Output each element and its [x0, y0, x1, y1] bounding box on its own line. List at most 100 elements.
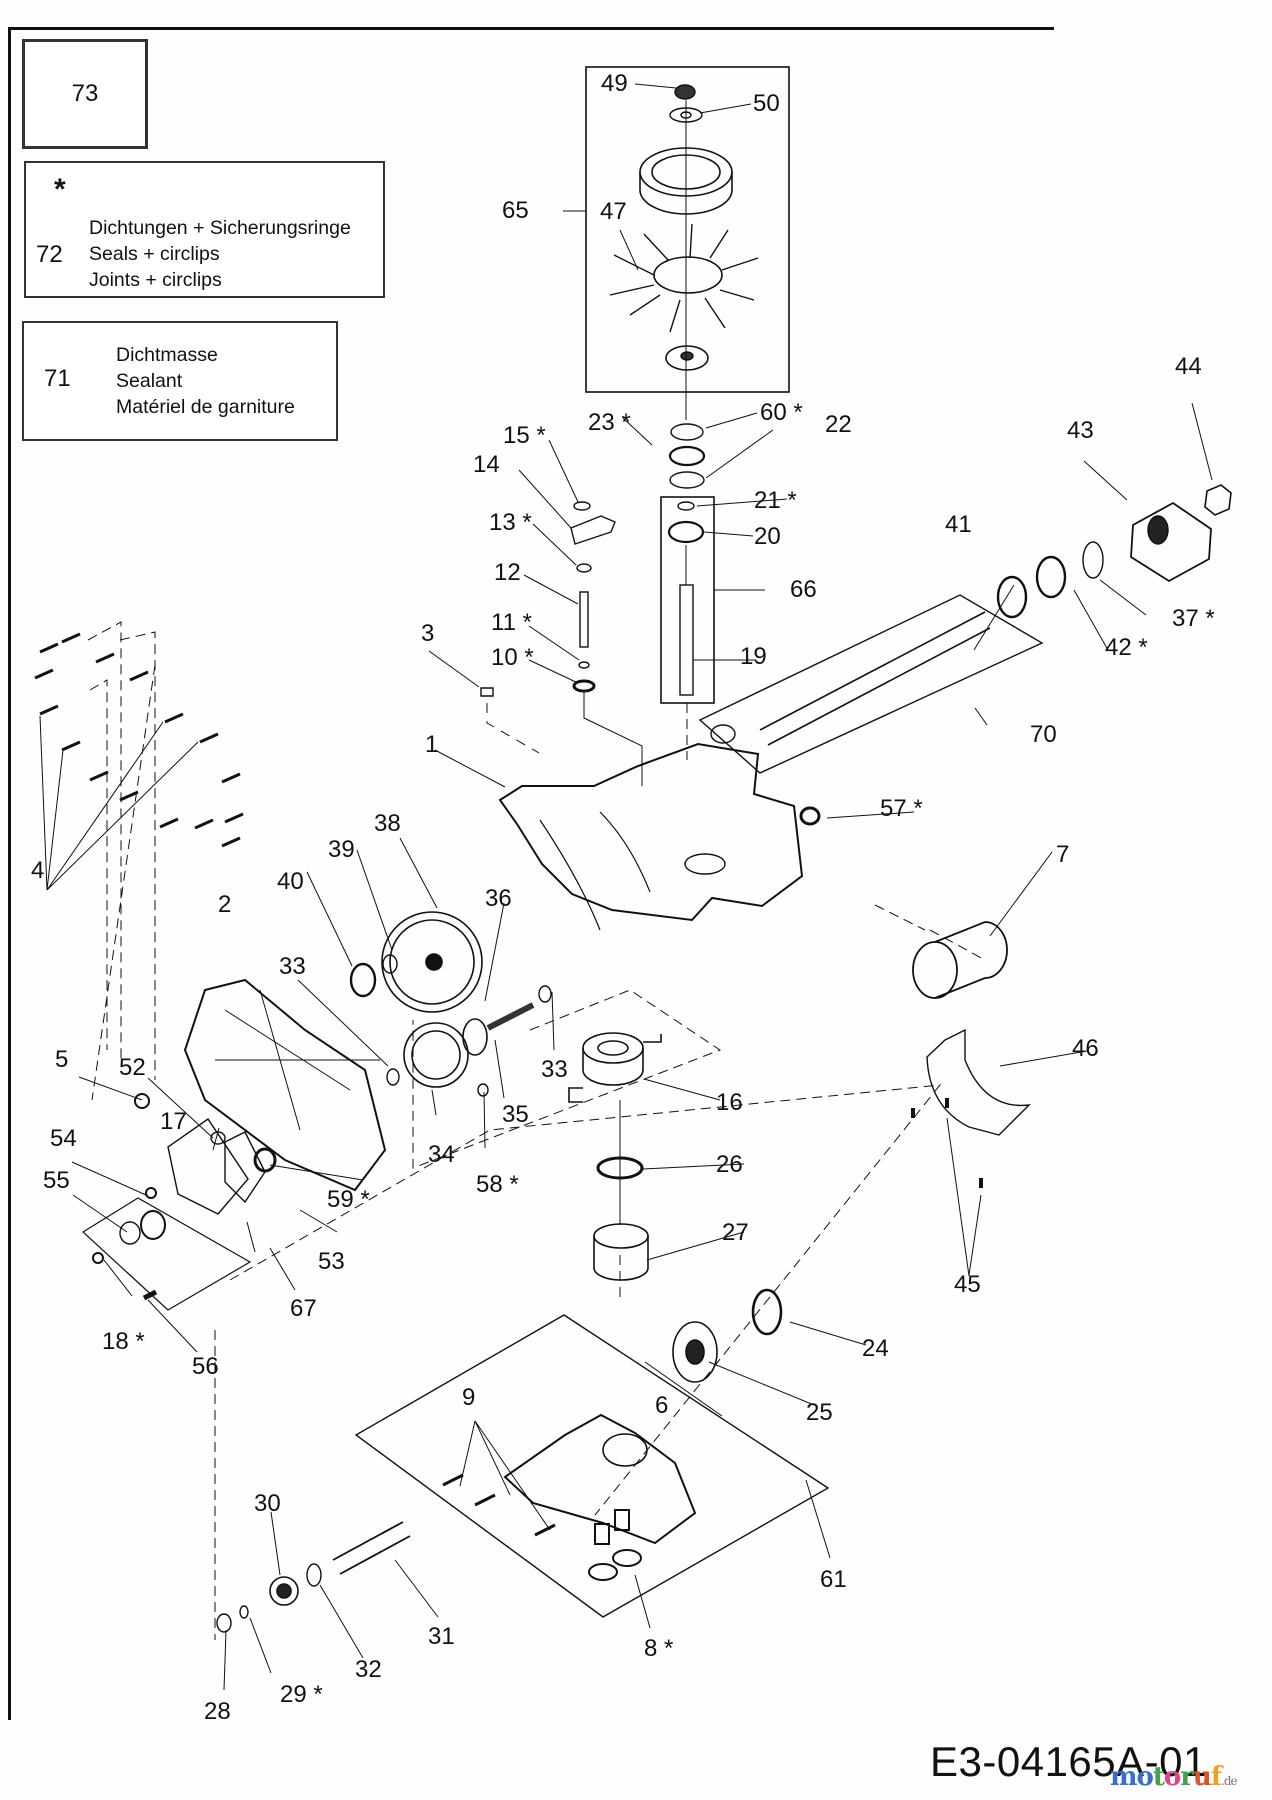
callout-60: 60 * [760, 399, 803, 426]
callout-42: 42 * [1105, 634, 1148, 661]
callout-70: 70 [1030, 721, 1057, 748]
callout-34: 34 [428, 1141, 455, 1168]
callout-22: 22 [825, 411, 852, 438]
washer-32 [306, 1563, 322, 1587]
drawing-id: E3-04165A-01 [930, 1738, 1207, 1785]
callout-37: 37 * [1172, 605, 1215, 632]
pulley-arm [140, 1210, 166, 1240]
assembly-dash-lines [87, 621, 986, 1640]
callout-27: 27 [722, 1219, 749, 1246]
callout-41: 41 [945, 511, 972, 538]
callout-30: 30 [254, 1490, 281, 1517]
callout-3: 3 [421, 620, 435, 647]
watermark-letter: t [1152, 1762, 1165, 1792]
assembly-number-box: 73 [22, 39, 148, 149]
callout-19: 19 [740, 643, 767, 670]
callout-59: 59 * [327, 1186, 370, 1213]
callout-21: 21 * [754, 487, 797, 514]
callout-25: 25 [806, 1399, 833, 1426]
gear-34 [403, 1022, 469, 1088]
bolts-45 [911, 1098, 983, 1188]
callout-67: 67 [290, 1295, 317, 1322]
washer-15 [573, 501, 591, 511]
callout-31: 31 [428, 1623, 455, 1650]
legend-sealant-de: Dichtmasse [116, 344, 218, 366]
housing-1 [498, 742, 804, 922]
callout-10: 10 * [491, 644, 534, 671]
legend-seals-number: 72 [36, 241, 63, 268]
legend-sealant-fr: Matériel de garniture [116, 396, 295, 418]
callout-40: 40 [277, 868, 304, 895]
swash-block-16 [568, 1032, 662, 1103]
seal-59 [253, 1147, 277, 1173]
callout-15: 15 * [503, 422, 546, 449]
callout-44: 44 [1175, 353, 1202, 380]
guard-46 [926, 1028, 1031, 1136]
legend-seals-text: Dichtungen + Sicherungsringe Seals + cir… [89, 215, 351, 293]
callout-53: 53 [318, 1248, 345, 1275]
spring-56 [142, 1289, 158, 1301]
seal-42 [1035, 555, 1067, 599]
fan-47 [609, 223, 759, 333]
legend-sealant-en: Sealant [116, 370, 183, 392]
watermark-letter: u [1192, 1762, 1212, 1792]
legend-seals-fr: Joints + circlips [89, 269, 222, 291]
washer-33b [538, 985, 552, 1003]
callout-61: 61 [820, 1566, 847, 1593]
bolts-4 [34, 632, 244, 848]
callout-24: 24 [862, 1335, 889, 1362]
plate-53 [224, 1131, 266, 1204]
cylinder-block-25 [672, 1321, 718, 1383]
group-frame-70 [698, 594, 1044, 774]
watermark-tld: .de [1221, 1774, 1238, 1788]
washer-33a [386, 1068, 400, 1086]
seal-10 [572, 679, 596, 693]
group-frame-67 [82, 1197, 252, 1311]
seal-57 [799, 806, 821, 826]
oil-filter-7 [912, 921, 1008, 999]
legend-sealant-box: 71 Dichtmasse Sealant Matériel de garnit… [22, 321, 338, 441]
legend-sealant-text: Dichtmasse Sealant Matériel de garniture [116, 342, 295, 420]
asterisk-symbol: * [54, 173, 66, 206]
watermark-letter: o [1136, 1762, 1154, 1792]
callout-12: 12 [494, 559, 521, 586]
callout-45: 45 [954, 1271, 981, 1298]
arm-14 [570, 515, 616, 545]
callout-33a: 33 [279, 953, 306, 980]
circlip-37 [1082, 541, 1104, 579]
pin-58 [477, 1083, 489, 1097]
bearing-20 [667, 520, 705, 544]
watermark-name: motoruf [1110, 1762, 1222, 1792]
callout-49: 49 [601, 70, 628, 97]
watermark-letter: m [1110, 1762, 1137, 1792]
group-frame-61 [354, 1314, 830, 1618]
callout-17: 17 [160, 1108, 187, 1135]
pump-shaft-31 [332, 1521, 411, 1575]
callout-33b: 33 [541, 1056, 568, 1083]
callout-36: 36 [485, 885, 512, 912]
ring-11 [578, 661, 590, 669]
pulley-nut-49 [674, 84, 696, 100]
cylinder-block-27 [593, 1223, 649, 1281]
bearing-40 [349, 962, 377, 998]
washer-55 [119, 1221, 141, 1245]
callout-35: 35 [502, 1101, 529, 1128]
callout-leaders [71, 83, 1213, 1691]
callout-54: 54 [50, 1125, 77, 1152]
nut-44 [1204, 484, 1232, 516]
callout-26: 26 [716, 1151, 743, 1178]
oring-22 [669, 471, 705, 489]
watermark-letter: f [1210, 1762, 1222, 1792]
callout-6: 6 [655, 1392, 669, 1419]
callout-58: 58 * [476, 1171, 519, 1198]
check-valves-8 [588, 1509, 642, 1581]
bolts-9 [442, 1473, 556, 1537]
callout-66: 66 [790, 576, 817, 603]
callout-56: 56 [192, 1353, 219, 1380]
callout-47: 47 [600, 198, 627, 225]
callout-29: 29 * [280, 1681, 323, 1708]
bolt-18 [92, 1252, 104, 1264]
callout-9: 9 [462, 1384, 476, 1411]
gear-30 [269, 1576, 299, 1606]
watermark-letter: o [1163, 1762, 1181, 1792]
